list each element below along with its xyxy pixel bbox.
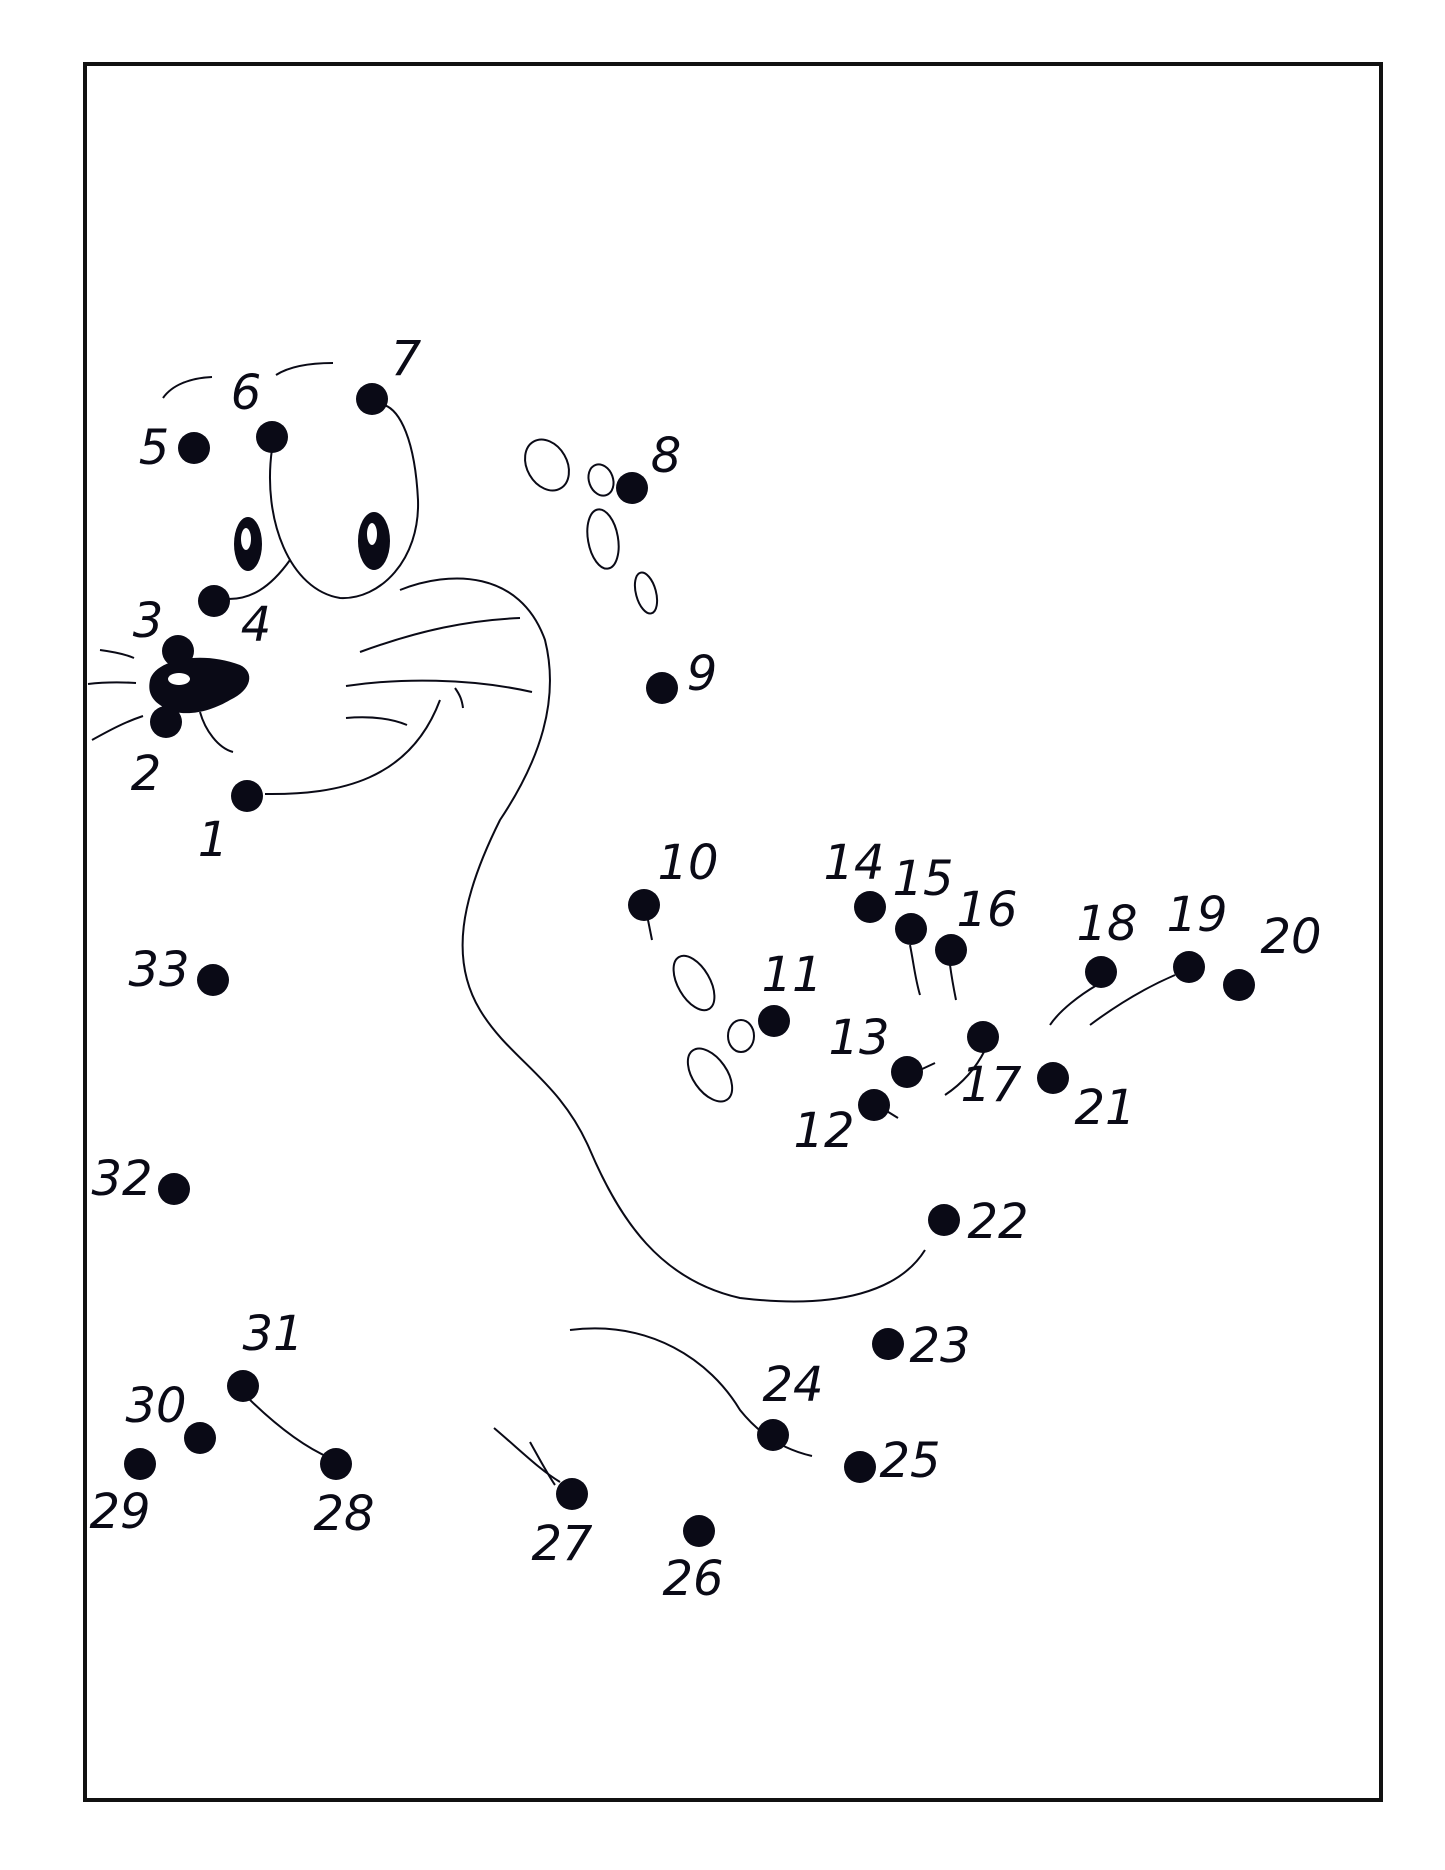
dot-number-label: 27: [531, 1516, 593, 1572]
nose-icon: [149, 657, 250, 714]
dot-22: [928, 1204, 960, 1236]
dot-number-label: 9: [686, 646, 718, 702]
dot-21: [1037, 1062, 1069, 1094]
dot-number-label: 25: [879, 1433, 941, 1489]
dot-number-label: 1: [197, 812, 229, 868]
dot-number-label: 32: [91, 1151, 153, 1207]
dot-number-label: 15: [892, 851, 954, 907]
dot-13: [891, 1056, 923, 1088]
dot-31: [227, 1370, 259, 1402]
dot-number-label: 18: [1076, 896, 1138, 952]
dot-10: [628, 889, 660, 921]
dot-number-label: 26: [662, 1551, 724, 1607]
dot-30: [184, 1422, 216, 1454]
dot-26: [683, 1515, 715, 1547]
dot-number-label: 4: [240, 597, 272, 653]
dot-27: [556, 1478, 588, 1510]
dot-14: [854, 891, 886, 923]
dot-29: [124, 1448, 156, 1480]
dot-2: [150, 706, 182, 738]
dot-1: [231, 780, 263, 812]
dot-number-label: 5: [138, 420, 170, 476]
dot-15: [895, 913, 927, 945]
dot-number-label: 12: [793, 1103, 855, 1159]
dot-number-label: 31: [242, 1306, 304, 1362]
dot-number-label: 11: [761, 947, 823, 1003]
dot-12: [858, 1089, 890, 1121]
dot-19: [1173, 951, 1205, 983]
dot-number-label: 23: [909, 1318, 971, 1374]
dot-11: [758, 1005, 790, 1037]
dot-number-label: 7: [390, 331, 422, 387]
dot-number-label: 17: [960, 1057, 1022, 1113]
dot-number-label: 14: [823, 835, 885, 891]
worksheet-frame: [83, 62, 1383, 1802]
dot-8: [616, 472, 648, 504]
dot-23: [872, 1328, 904, 1360]
dot-number-label: 10: [657, 835, 719, 891]
dot-number-label: 29: [89, 1484, 151, 1540]
dot-number-label: 22: [967, 1194, 1029, 1250]
dot-28: [320, 1448, 352, 1480]
dot-7: [356, 383, 388, 415]
dot-number-label: 13: [828, 1010, 890, 1066]
dot-number-label: 2: [130, 746, 162, 802]
dot-24: [757, 1419, 789, 1451]
dot-32: [158, 1173, 190, 1205]
dot-18: [1085, 956, 1117, 988]
dot-17: [967, 1021, 999, 1053]
dot-number-label: 28: [313, 1486, 375, 1542]
dot-3: [162, 635, 194, 667]
dot-number-label: 3: [132, 593, 164, 649]
dot-25: [844, 1451, 876, 1483]
dot-9: [646, 672, 678, 704]
dot-number-label: 6: [230, 365, 262, 421]
dot-number-label: 30: [125, 1378, 187, 1434]
dot-number-label: 33: [128, 942, 190, 998]
dot-number-label: 24: [762, 1357, 824, 1413]
dot-number-label: 16: [956, 882, 1018, 938]
dot-6: [256, 421, 288, 453]
dot-16: [935, 934, 967, 966]
dot-20: [1223, 969, 1255, 1001]
dot-33: [197, 964, 229, 996]
dot-number-label: 8: [650, 428, 682, 484]
dot-4: [198, 585, 230, 617]
dot-number-label: 19: [1166, 887, 1228, 943]
dot-number-label: 21: [1074, 1080, 1136, 1136]
dot-5: [178, 432, 210, 464]
dot-number-label: 20: [1260, 909, 1322, 965]
